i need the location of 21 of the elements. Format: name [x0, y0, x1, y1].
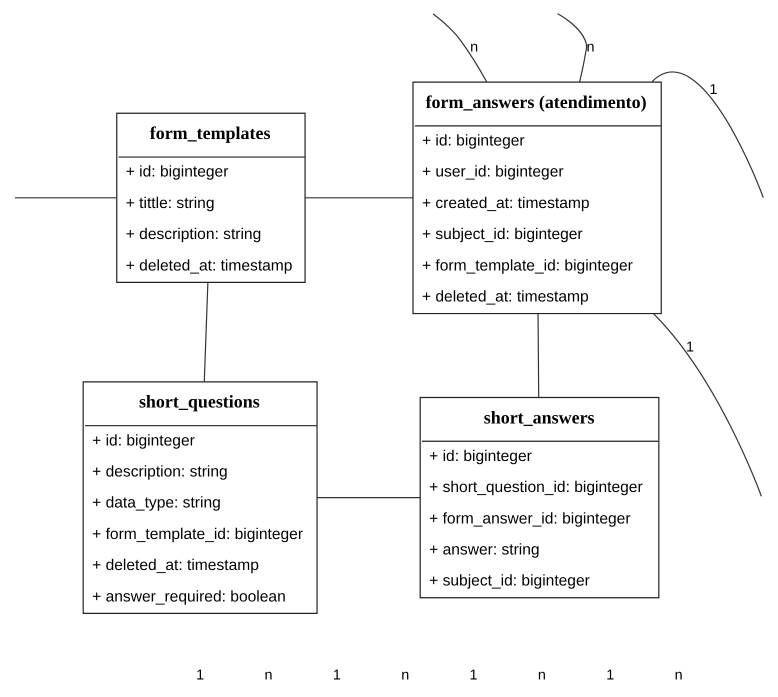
edge-label: n — [586, 40, 594, 56]
edge-label: 1 — [709, 82, 718, 98]
connector — [317, 497, 420, 498]
connector — [652, 72, 764, 198]
label: 1 — [606, 667, 614, 684]
connector — [432, 13, 488, 82]
connector — [305, 197, 413, 198]
edge-label: n — [470, 40, 478, 56]
label: n — [674, 667, 683, 684]
label: n — [264, 667, 272, 684]
label: 1 — [470, 667, 478, 684]
connector — [15, 197, 116, 198]
label: 1 — [196, 667, 204, 684]
label: n — [538, 667, 546, 684]
connector — [537, 314, 540, 398]
label: 1 — [332, 667, 341, 684]
connector — [557, 13, 588, 82]
edge-label: 1 — [686, 339, 694, 356]
connector — [204, 282, 208, 382]
connector — [653, 313, 762, 497]
label: n — [401, 667, 410, 684]
